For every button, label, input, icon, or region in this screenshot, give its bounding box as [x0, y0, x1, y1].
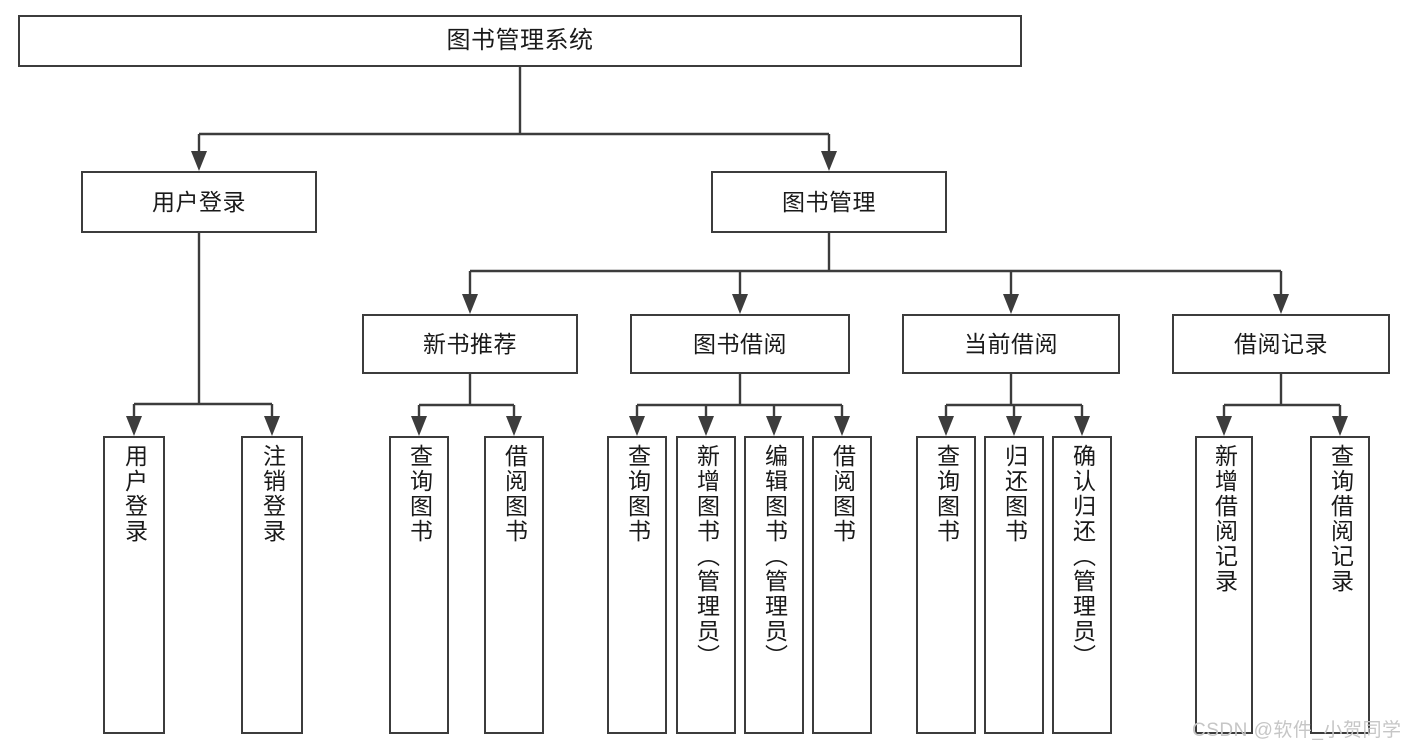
- node-leaf-user-login[interactable]: 用户登录: [103, 436, 165, 734]
- arrow-head-book-borrow-0: [629, 416, 645, 436]
- node-leaf-query-book-borrow[interactable]: 查询图书: [607, 436, 667, 734]
- node-label-user-login: 用户登录: [152, 188, 246, 215]
- arrow-head-book-borrow-3: [834, 416, 850, 436]
- node-label-new-book-recommend: 新书推荐: [423, 330, 517, 357]
- node-label-leaf-add-book-admin: 新增图书（管理员）: [693, 444, 720, 669]
- node-label-leaf-borrow-book: 借阅图书: [829, 444, 856, 544]
- node-leaf-query-borrow-record[interactable]: 查询借阅记录: [1310, 436, 1370, 734]
- node-label-leaf-query-borrow-record: 查询借阅记录: [1327, 444, 1354, 594]
- arrow-head-current-borrow-2: [1074, 416, 1090, 436]
- node-leaf-edit-book-admin[interactable]: 编辑图书（管理员）: [744, 436, 804, 734]
- node-label-book-borrow: 图书借阅: [693, 330, 787, 357]
- arrow-head-root-1: [821, 151, 837, 171]
- node-label-leaf-borrow-book-rec: 借阅图书: [501, 444, 528, 544]
- node-leaf-query-book-rec[interactable]: 查询图书: [389, 436, 449, 734]
- node-label-leaf-query-book-rec: 查询图书: [406, 444, 433, 544]
- node-borrow-record[interactable]: 借阅记录: [1172, 314, 1390, 374]
- arrow-head-book-borrow-2: [766, 416, 782, 436]
- arrow-head-new-book-recommend-0: [411, 416, 427, 436]
- node-leaf-confirm-return-admin[interactable]: 确认归还（管理员）: [1052, 436, 1112, 734]
- arrow-head-book-management-2: [1003, 294, 1019, 314]
- csdn-watermark: CSDN @软件_小贺同学: [1192, 720, 1402, 741]
- arrow-head-current-borrow-0: [938, 416, 954, 436]
- node-new-book-recommend[interactable]: 新书推荐: [362, 314, 578, 374]
- arrow-head-borrow-record-0: [1216, 416, 1232, 436]
- node-book-management[interactable]: 图书管理: [711, 171, 947, 233]
- arrow-head-root-0: [191, 151, 207, 171]
- node-label-borrow-record: 借阅记录: [1234, 330, 1328, 357]
- node-leaf-add-book-admin[interactable]: 新增图书（管理员）: [676, 436, 736, 734]
- node-book-borrow[interactable]: 图书借阅: [630, 314, 850, 374]
- node-label-root: 图书管理系统: [446, 27, 594, 55]
- node-label-current-borrow: 当前借阅: [964, 330, 1058, 357]
- arrow-head-book-management-3: [1273, 294, 1289, 314]
- node-root[interactable]: 图书管理系统: [18, 15, 1022, 67]
- node-label-leaf-query-book-borrow: 查询图书: [624, 444, 651, 544]
- node-label-leaf-edit-book-admin: 编辑图书（管理员）: [761, 444, 788, 669]
- arrow-head-book-management-0: [462, 294, 478, 314]
- node-label-leaf-confirm-return-admin: 确认归还（管理员）: [1069, 444, 1096, 669]
- node-label-book-management: 图书管理: [782, 188, 876, 215]
- node-user-login[interactable]: 用户登录: [81, 171, 317, 233]
- arrow-head-book-borrow-1: [698, 416, 714, 436]
- arrow-head-new-book-recommend-1: [506, 416, 522, 436]
- node-leaf-borrow-book[interactable]: 借阅图书: [812, 436, 872, 734]
- arrow-head-borrow-record-1: [1332, 416, 1348, 436]
- node-label-leaf-user-login: 用户登录: [121, 444, 148, 544]
- node-label-leaf-query-book-current: 查询图书: [933, 444, 960, 544]
- arrow-head-user-login-1: [264, 416, 280, 436]
- arrow-head-book-management-1: [732, 294, 748, 314]
- arrow-head-current-borrow-1: [1006, 416, 1022, 436]
- node-label-leaf-logout: 注销登录: [259, 444, 286, 544]
- arrow-head-user-login-0: [126, 416, 142, 436]
- node-leaf-return-book[interactable]: 归还图书: [984, 436, 1044, 734]
- node-current-borrow[interactable]: 当前借阅: [902, 314, 1120, 374]
- node-label-leaf-add-borrow-record: 新增借阅记录: [1211, 444, 1238, 594]
- node-leaf-borrow-book-rec[interactable]: 借阅图书: [484, 436, 544, 734]
- node-label-leaf-return-book: 归还图书: [1001, 444, 1028, 544]
- node-leaf-query-book-current[interactable]: 查询图书: [916, 436, 976, 734]
- node-leaf-add-borrow-record[interactable]: 新增借阅记录: [1195, 436, 1253, 734]
- node-leaf-logout[interactable]: 注销登录: [241, 436, 303, 734]
